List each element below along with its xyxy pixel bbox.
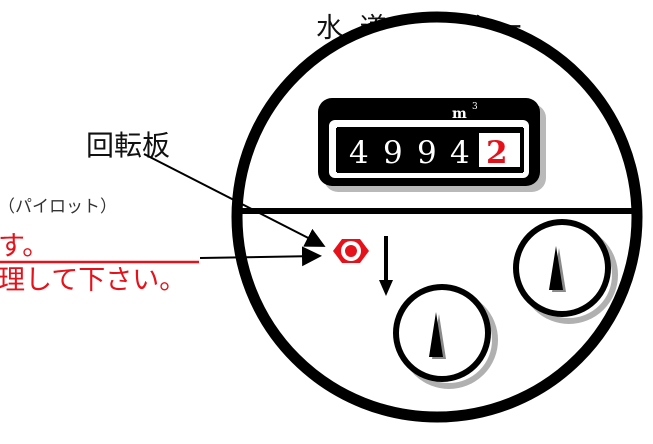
counter-digit-1: 4 — [349, 135, 369, 171]
unit-exponent: 3 — [472, 102, 478, 112]
hexagon-dot-icon — [333, 239, 369, 263]
counter-digit-red: 2 — [486, 135, 508, 171]
down-arrow-icon — [379, 236, 393, 296]
counter-digit-4: 4 — [450, 135, 470, 171]
warning-leader — [199, 246, 322, 267]
counter-digit-3: 9 — [417, 135, 437, 171]
pilot-label: （パイロット） — [0, 197, 117, 217]
needle-dial-icon — [513, 219, 618, 324]
red-digit-cell — [479, 133, 520, 167]
needle-dial-icon-lower — [393, 284, 498, 389]
unit-label: m — [452, 106, 467, 122]
counter-window — [318, 98, 546, 192]
rotating-plate-label: 回転板 — [86, 129, 171, 162]
counter-digit-2: 9 — [383, 135, 403, 171]
warning-line-2: 理して下さい。 — [0, 265, 187, 296]
warning-line-1: す。 — [0, 231, 50, 262]
rotating-plate-leader — [143, 153, 326, 247]
